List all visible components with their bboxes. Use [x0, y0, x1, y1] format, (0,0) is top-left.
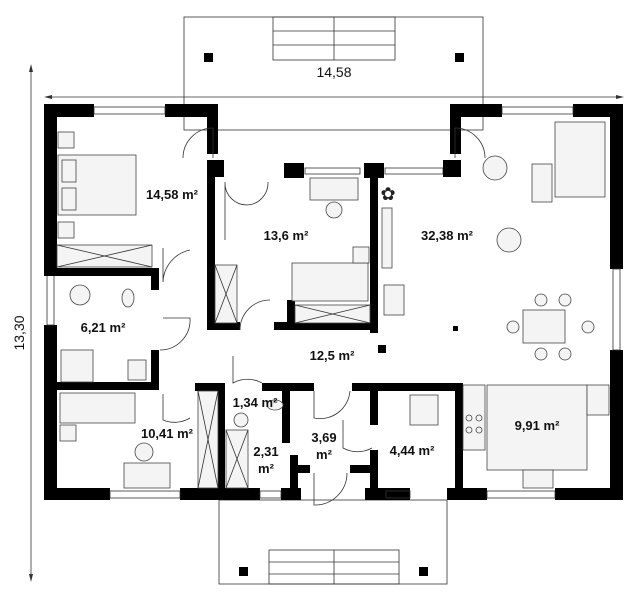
room-area-label: m²: [316, 447, 333, 462]
room-area-label: 4,44 m²: [390, 443, 435, 458]
tv-unit: [381, 207, 393, 269]
column: [453, 326, 458, 331]
wardrobe: [225, 429, 249, 489]
toilet: [121, 288, 135, 308]
kitchen-sink: [522, 469, 554, 489]
room-area-label: 13,6 m²: [264, 228, 309, 243]
wardrobe: [214, 264, 238, 324]
width-dimension-line: [44, 95, 624, 99]
room-area-label: 14,58 m²: [146, 187, 199, 202]
boiler: [409, 394, 439, 426]
wardrobe: [56, 244, 153, 268]
height-dimension-line: [29, 64, 33, 582]
desk: [309, 177, 359, 201]
sink: [69, 284, 91, 306]
room-area-label: 6,21 m²: [81, 320, 126, 335]
pillar: [204, 53, 213, 62]
armchair: [482, 155, 508, 181]
shower: [60, 349, 94, 383]
armchair: [496, 227, 522, 253]
stove-counter: [462, 384, 486, 451]
pillar: [455, 53, 464, 62]
desk: [123, 462, 171, 489]
width-dimension-label: 14,58: [316, 64, 351, 80]
top-steps: [272, 16, 396, 61]
dining-table: [522, 309, 566, 344]
height-dimension-label: 13,30: [11, 315, 27, 350]
interior-walls: [44, 160, 463, 500]
wardrobe: [294, 304, 371, 324]
room-area-label: 2,31: [253, 444, 278, 459]
furniture: ✿: [56, 121, 610, 489]
exterior-walls: [44, 104, 623, 500]
wardrobe: [197, 390, 219, 489]
room-area-label: 32,38 m²: [421, 228, 474, 243]
fridge: [586, 384, 610, 416]
bottom-steps: [268, 549, 400, 585]
room-area-label: 12,5 m²: [310, 348, 355, 363]
kitchen-island: [486, 384, 588, 471]
room-area-label: m²: [258, 461, 275, 476]
room-area-label: 9,91 m²: [515, 418, 560, 433]
bed: [59, 392, 136, 424]
bottom-terrace: [218, 499, 448, 585]
pillar: [239, 567, 248, 576]
sofa: [554, 121, 606, 198]
fireplace: [383, 284, 405, 316]
bed: [291, 262, 369, 302]
room-area-label: 1,34 m²: [233, 395, 278, 410]
room-area-label: 3,69: [311, 430, 336, 445]
doors: [159, 127, 486, 506]
pillar: [419, 567, 428, 576]
room-area-label: 10,41 m²: [141, 426, 194, 441]
coffee-table: [531, 163, 553, 203]
plant-icon: ✿: [380, 184, 395, 204]
washing-machine: [127, 359, 147, 381]
